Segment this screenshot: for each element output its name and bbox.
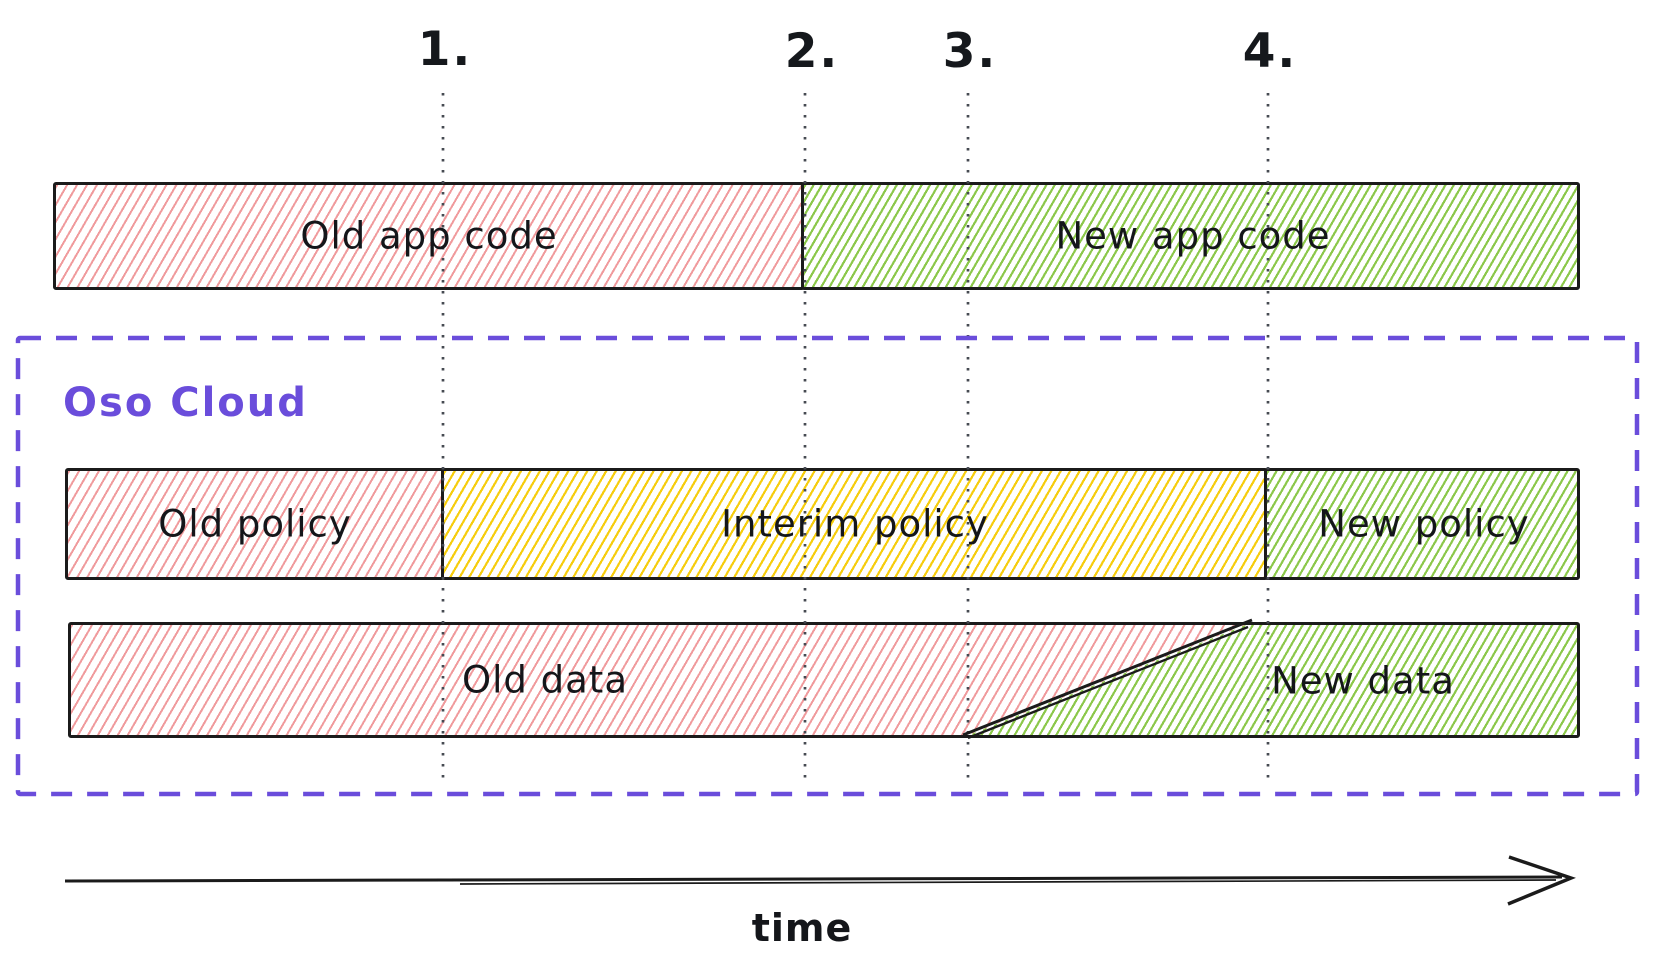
time-axis-arrow bbox=[64, 875, 1563, 883]
time-axis-arrow-overdraw bbox=[459, 879, 1557, 885]
step-marker-3: 3. bbox=[942, 24, 998, 79]
step-marker-1: 1. bbox=[417, 22, 473, 77]
new-policy-label: New policy bbox=[1318, 502, 1530, 546]
time-axis-label: time bbox=[751, 906, 853, 950]
new-data-label: New data bbox=[1271, 659, 1455, 703]
old-app-code-bar bbox=[53, 182, 805, 290]
step-marker-2: 2. bbox=[784, 24, 840, 79]
step-marker-4: 4. bbox=[1242, 24, 1298, 79]
time-axis-arrowhead bbox=[1507, 855, 1576, 906]
new-app-code-bar bbox=[801, 182, 1580, 290]
old-data-label: Old data bbox=[462, 658, 628, 702]
old-app-code-label: Old app code bbox=[300, 214, 558, 258]
oso-cloud-label: Oso Cloud bbox=[63, 380, 308, 426]
old-policy-label: Old policy bbox=[158, 502, 352, 546]
new-app-code-label: New app code bbox=[1055, 214, 1331, 258]
interim-policy-label: Interim policy bbox=[721, 502, 989, 546]
